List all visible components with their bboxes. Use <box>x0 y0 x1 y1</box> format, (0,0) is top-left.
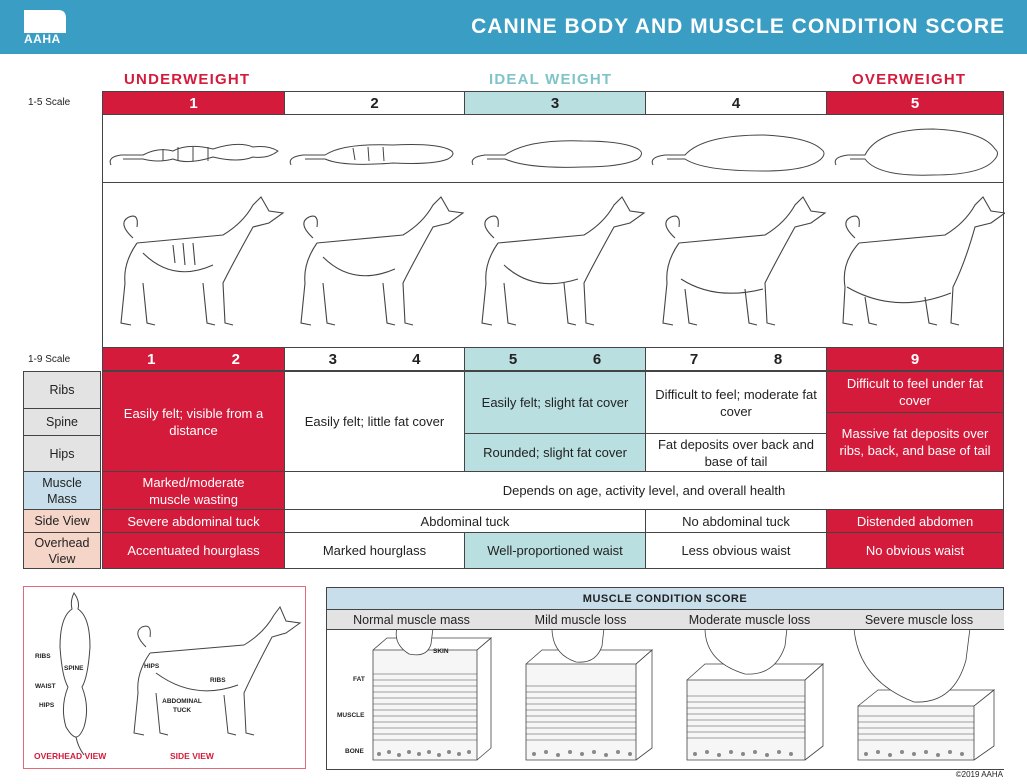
scale9-over-mid: 7 8 <box>645 347 827 371</box>
muscle-condition-panel: MUSCLE CONDITION SCORE Normal muscle mas… <box>326 587 1004 770</box>
cell-ideal-overhead: Well-proportioned waist <box>464 532 646 569</box>
scale9-mid: 3 4 <box>284 347 465 371</box>
cell-other-muscle: Depends on age, activity level, and over… <box>284 471 1004 510</box>
mcs-col-severe: Severe muscle loss <box>834 610 1004 630</box>
scale5-2: 2 <box>284 91 465 115</box>
cell-score2-ribs-spine-hips: Easily felt; little fat cover <box>284 371 465 472</box>
scale9-3: 3 <box>328 350 337 368</box>
category-ideal: IDEAL WEIGHT <box>489 71 613 88</box>
scale5-1: 1 <box>102 91 285 115</box>
anatomy-label-abdominal-tuck: ABDOMINAL TUCK <box>162 698 202 714</box>
mcs-img-normal: SKIN FAT MUSCLE BONE <box>327 627 497 769</box>
muscle-block-mild <box>525 627 654 761</box>
anatomy-label-waist: WAIST <box>35 683 56 690</box>
cell-score4-hips: Fat deposits over back and base of tail <box>645 433 827 472</box>
scale9-6: 6 <box>592 350 602 368</box>
mcs-img-severe <box>834 627 1004 769</box>
scale9-4: 4 <box>412 350 421 368</box>
page-title: CANINE BODY AND MUSCLE CONDITION SCORE <box>471 15 1005 38</box>
mcs-col-moderate: Moderate muscle loss <box>665 610 835 630</box>
mcs-col-mild: Mild muscle loss <box>496 610 666 630</box>
aaha-logo-icon <box>24 10 66 44</box>
anatomy-label-hips-top: HIPS <box>39 702 55 709</box>
row-label-spine: Spine <box>23 408 101 436</box>
anatomy-label-spine: SPINE <box>64 665 84 672</box>
cell-mid-side: Abdominal tuck <box>284 509 646 533</box>
scale5-3: 3 <box>464 91 646 115</box>
mcs-col-normal: Normal muscle mass <box>327 610 497 630</box>
row-label-muscle-mass: Muscle Mass <box>23 471 101 510</box>
muscle-block-severe <box>853 627 996 761</box>
cell-over-side: Distended abdomen <box>826 509 1004 533</box>
side-dog-2 <box>300 196 465 326</box>
scale5-label: 1-5 Scale <box>28 97 71 108</box>
side-dog-1 <box>120 196 285 326</box>
cell-score4-ribs-spine: Difficult to feel; moderate fat cover <box>645 371 827 434</box>
layer-label-fat: FAT <box>353 676 365 683</box>
layer-label-bone: BONE <box>345 748 364 755</box>
cell-over-ribs: Difficult to feel under fat cover <box>826 371 1004 413</box>
cell-over-overhead: No obvious waist <box>826 532 1004 569</box>
cell-ideal-ribs-spine: Easily felt; slight fat cover <box>464 371 646 434</box>
cell-under-overhead: Accentuated hourglass <box>102 532 285 569</box>
muscle-block-normal <box>372 627 493 761</box>
scale5-5: 5 <box>826 91 1004 115</box>
muscle-condition-title: MUSCLE CONDITION SCORE <box>327 588 1003 610</box>
side-view-caption: SIDE VIEW <box>170 751 214 761</box>
side-dog-illustrations <box>120 196 1005 326</box>
scale5-4: 4 <box>645 91 827 115</box>
category-underweight: UNDERWEIGHT <box>124 71 251 88</box>
anatomy-label-ribs-side: RIBS <box>210 677 226 684</box>
layer-label-muscle: MUSCLE <box>337 712 365 719</box>
anatomy-dog-illustrations <box>59 592 302 756</box>
copyright: ©2019 AAHA <box>955 770 1003 779</box>
side-image-row <box>102 182 1005 348</box>
scale9-9: 9 <box>826 347 1004 371</box>
overhead-dog-illustrations <box>109 128 998 176</box>
anatomy-label-hips-side: HIPS <box>144 663 160 670</box>
cell-under-side: Severe abdominal tuck <box>102 509 285 533</box>
scale9-ideal: 5 6 <box>464 347 646 371</box>
scale9-1: 1 <box>147 350 156 368</box>
cell-over-spine-hips: Massive fat deposits over ribs, back, an… <box>826 412 1004 472</box>
overhead-view-caption: OVERHEAD VIEW <box>34 751 107 761</box>
muscle-block-moderate <box>686 627 825 761</box>
side-dog-4 <box>662 196 827 326</box>
anatomy-label-ribs: RIBS <box>35 653 51 660</box>
overhead-image-row <box>102 114 1004 183</box>
mcs-img-moderate <box>665 627 835 769</box>
category-overweight: OVERWEIGHT <box>852 71 967 88</box>
cell-under-muscle: Marked/moderate muscle wasting <box>102 471 285 510</box>
scale9-5: 5 <box>508 350 518 368</box>
cell-ideal-hips: Rounded; slight fat cover <box>464 433 646 472</box>
side-dog-5 <box>842 196 1005 326</box>
header-bar: AAHA CANINE BODY AND MUSCLE CONDITION SC… <box>0 0 1027 54</box>
anatomy-panel: RIBS SPINE WAIST HIPS HIPS RIBS ABDOMINA… <box>23 586 306 769</box>
cell-under-ribs-spine-hips: Easily felt; visible from a distance <box>102 371 285 472</box>
logo-text: AAHA <box>24 32 61 46</box>
scale9-7: 7 <box>689 350 699 368</box>
cell-score4-side: No abdominal tuck <box>645 509 827 533</box>
scale9-8: 8 <box>773 350 783 368</box>
scale9-under: 1 2 <box>102 347 285 371</box>
mcs-img-mild <box>496 627 666 769</box>
row-label-hips: Hips <box>23 435 101 472</box>
cell-score2-overhead: Marked hourglass <box>284 532 465 569</box>
row-label-ribs: Ribs <box>23 371 101 409</box>
row-label-overhead-view: Overhead View <box>23 532 101 569</box>
cell-score4-overhead: Less obvious waist <box>645 532 827 569</box>
scale9-2: 2 <box>231 350 240 368</box>
layer-label-skin: SKIN <box>433 648 449 655</box>
scale9-label: 1-9 Scale <box>28 354 71 365</box>
side-dog-3 <box>481 196 646 326</box>
row-label-side-view: Side View <box>23 509 101 533</box>
